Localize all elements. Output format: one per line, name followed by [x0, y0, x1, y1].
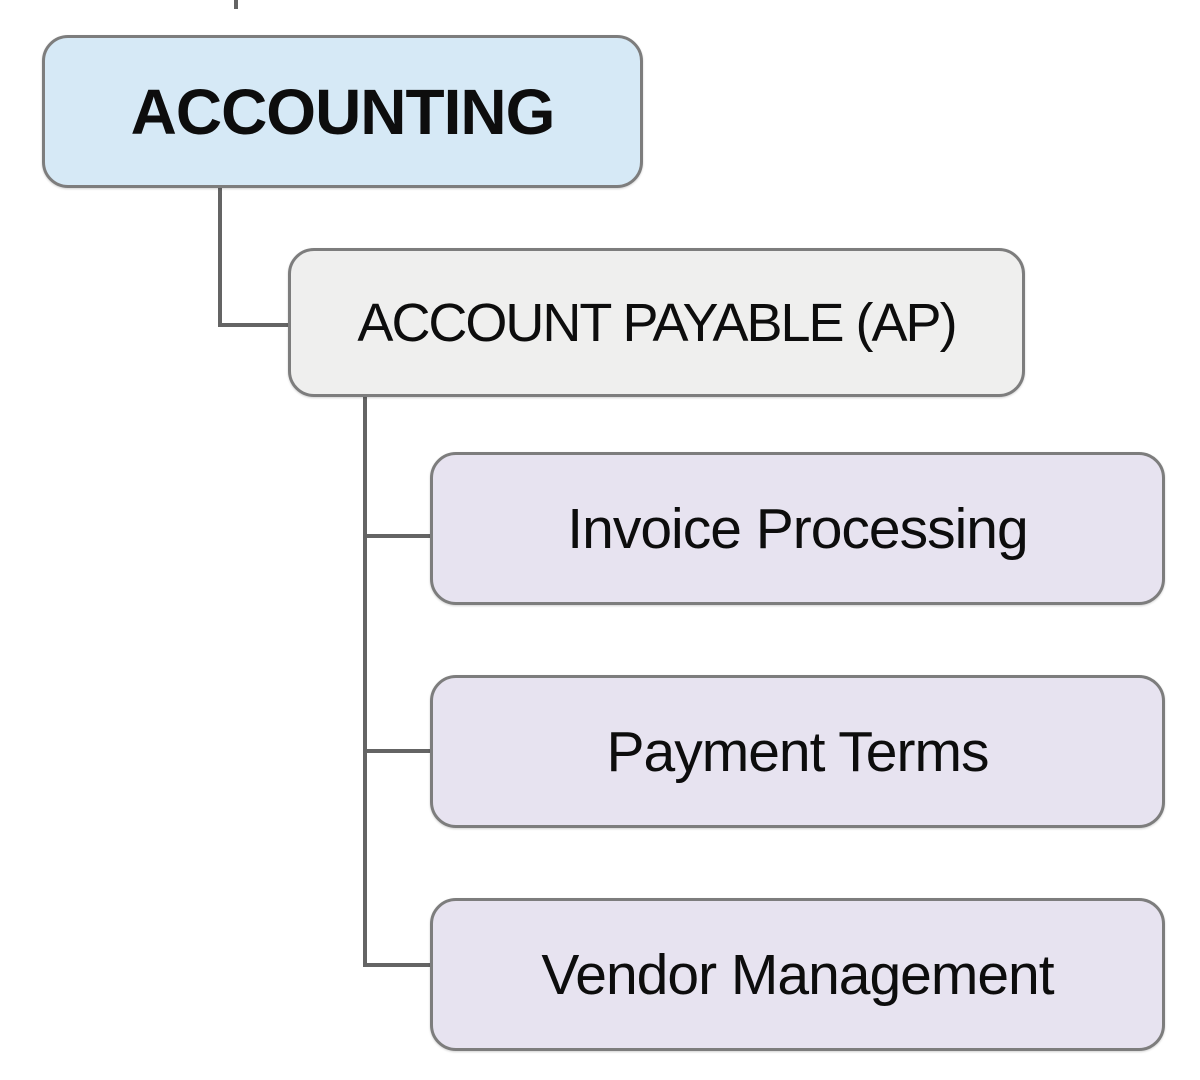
node-payment-terms-label: Payment Terms: [606, 719, 990, 784]
connector-branch-payment-terms: [363, 749, 432, 753]
node-accounting-label: ACCOUNTING: [130, 75, 556, 148]
node-vendor-management: Vendor Management: [430, 898, 1165, 1051]
node-invoice-processing-label: Invoice Processing: [567, 496, 1028, 561]
connector-ap-trunk-vertical: [363, 397, 367, 967]
node-invoice-processing: Invoice Processing: [430, 452, 1165, 605]
node-vendor-management-label: Vendor Management: [541, 942, 1054, 1007]
connector-branch-vendor-management: [363, 963, 432, 967]
connector-top-remnant: [234, 0, 238, 9]
connector-branch-invoice-processing: [363, 534, 432, 538]
node-payment-terms: Payment Terms: [430, 675, 1165, 828]
node-accounting: ACCOUNTING: [42, 35, 643, 188]
connector-accounting-to-ap-horizontal: [218, 323, 292, 327]
node-account-payable: ACCOUNT PAYABLE (AP): [288, 248, 1025, 397]
node-account-payable-label: ACCOUNT PAYABLE (AP): [357, 292, 957, 353]
connector-accounting-to-ap-vertical: [218, 188, 222, 327]
